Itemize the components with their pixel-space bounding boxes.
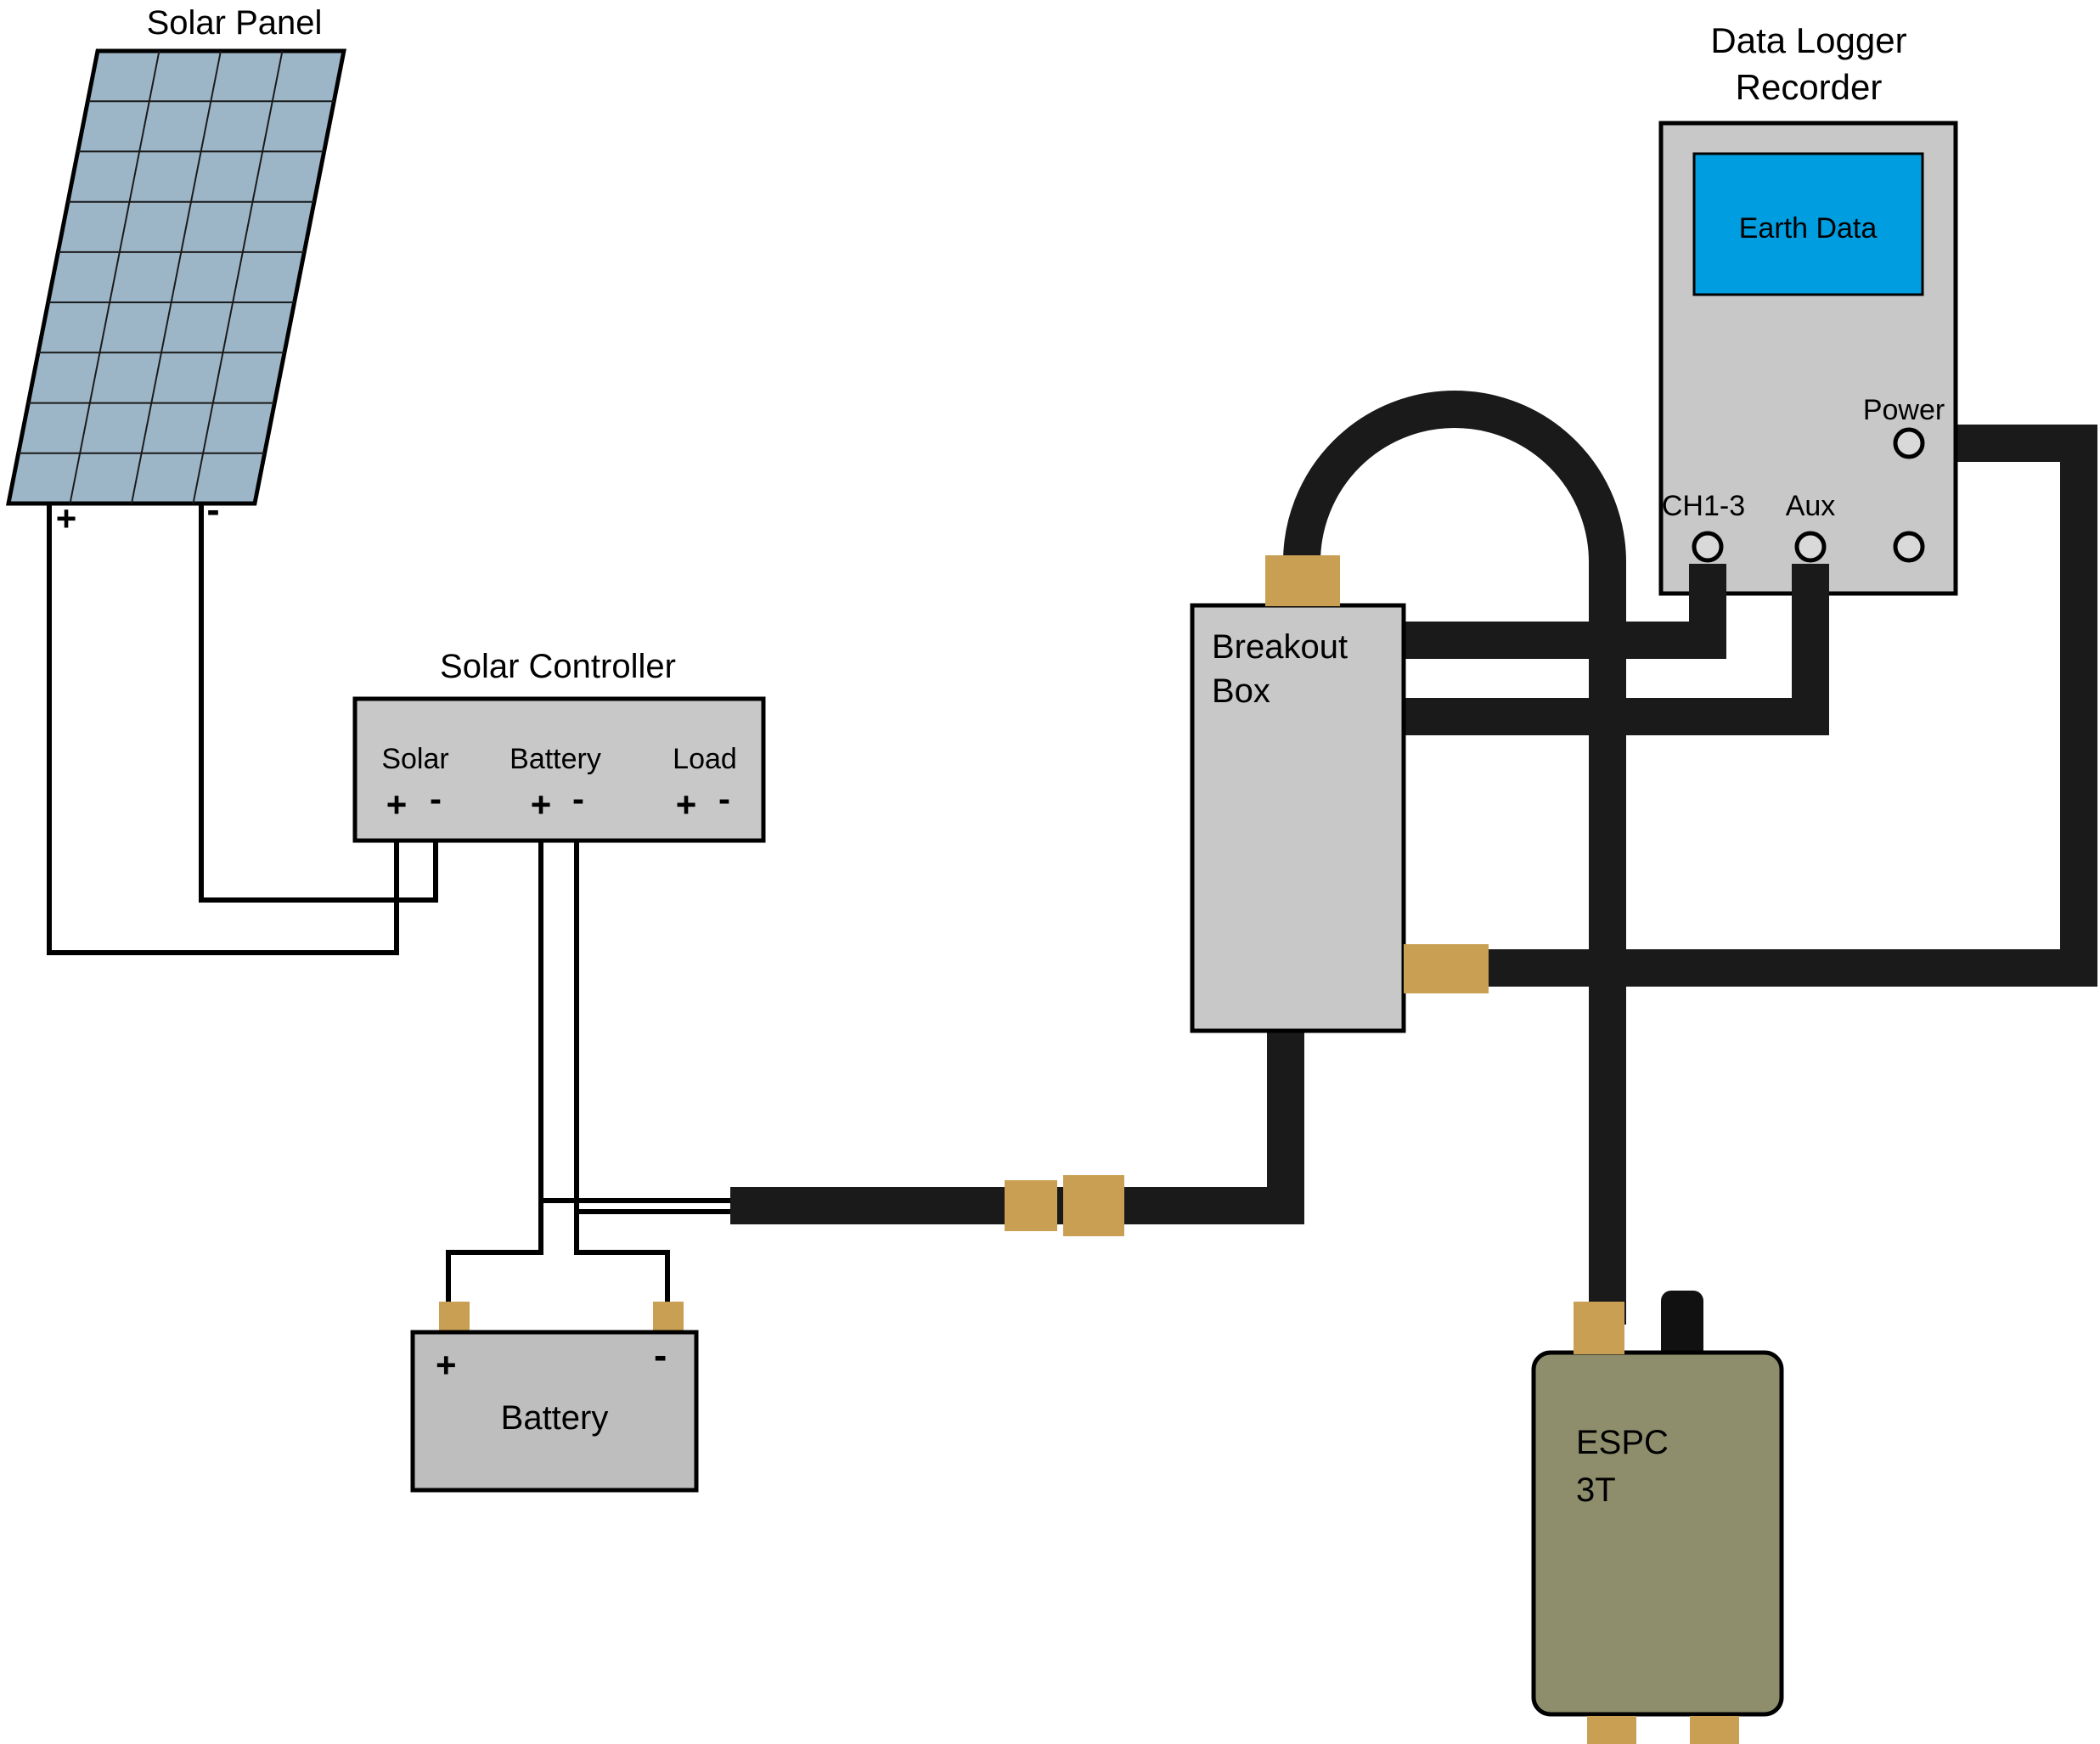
cable-battery-to-breakout: [730, 1027, 1304, 1224]
controller-load-minus: -: [718, 779, 730, 819]
aux-label: Aux: [1786, 490, 1836, 522]
battery-terminal-positive: [439, 1302, 470, 1334]
wire-controller-battery-negative: [574, 841, 670, 1302]
controller-battery-plus: +: [531, 785, 552, 824]
data-logger: Data Logger Recorder Earth Data Power CH…: [1658, 20, 1958, 718]
ch-label: CH1-3: [1662, 490, 1745, 522]
espc-top-connector: [1574, 1302, 1624, 1354]
controller-battery-label: Battery: [510, 743, 601, 775]
solar-panel: Solar Panel + -: [5, 4, 346, 538]
solar-panel-title: Solar Panel: [147, 4, 323, 42]
power-label: Power: [1863, 394, 1945, 426]
battery-body: [410, 1330, 699, 1493]
battery-title: Battery: [501, 1399, 609, 1437]
breakout-top-connector: [1265, 555, 1340, 606]
data-logger-title-line2: Recorder: [1736, 67, 1883, 107]
espc-body: [1531, 1350, 1784, 1717]
data-logger-screen-text: Earth Data: [1739, 212, 1878, 245]
data-logger-title-line1: Data Logger: [1710, 20, 1906, 60]
breakout-title-line2: Box: [1212, 672, 1270, 710]
espc-button: [1661, 1291, 1703, 1367]
inline-connector-left: [1005, 1180, 1057, 1231]
solar-controller: Solar Controller Solar Battery Load + - …: [352, 648, 766, 843]
wire-panel-negative: [199, 504, 438, 903]
breakout-title-line1: Breakout: [1212, 628, 1348, 666]
battery-minus-label: -: [654, 1333, 667, 1377]
controller-solar-label: Solar: [381, 743, 448, 775]
espc-sensor: ESPC 3T: [1531, 1291, 1784, 1744]
controller-load-plus: +: [676, 785, 697, 824]
aux-port: [1794, 531, 1827, 563]
solar-panel-minus-label: -: [206, 487, 219, 532]
solar-controller-body: [352, 696, 766, 843]
wire-panel-positive: [47, 504, 399, 955]
cable-breakout-arch-to-espc: [1283, 391, 1626, 1325]
controller-battery-minus: -: [572, 779, 584, 819]
battery-terminal-negative: [653, 1302, 684, 1334]
inline-connector-right: [1063, 1175, 1124, 1236]
controller-solar-plus: +: [386, 785, 408, 824]
espc-title-line1: ESPC: [1576, 1424, 1669, 1461]
espc-title-line2: 3T: [1576, 1471, 1616, 1509]
solar-panel-grid: [18, 51, 335, 504]
data-logger-screen: [1692, 152, 1924, 296]
solar-controller-title: Solar Controller: [440, 648, 676, 685]
controller-solar-minus: -: [430, 779, 442, 819]
solar-panel-plus-label: +: [56, 498, 77, 538]
breakout-box: Breakout Box: [1190, 555, 1489, 1033]
power-port: [1893, 427, 1925, 459]
wires: [47, 504, 735, 1302]
breakout-right-connector: [1404, 944, 1489, 993]
ch-port: [1692, 531, 1724, 563]
battery-plus-label: +: [436, 1345, 457, 1385]
cable-breakout-to-power: [1482, 425, 2097, 987]
espc-bottom-connector-left: [1587, 1716, 1636, 1744]
controller-load-label: Load: [673, 743, 737, 775]
wire-controller-battery-positive: [446, 841, 543, 1302]
breakout-box-body: [1190, 603, 1406, 1033]
battery: + - Battery: [410, 1302, 699, 1493]
spare-port: [1893, 531, 1925, 563]
espc-bottom-connector-right: [1690, 1716, 1739, 1744]
